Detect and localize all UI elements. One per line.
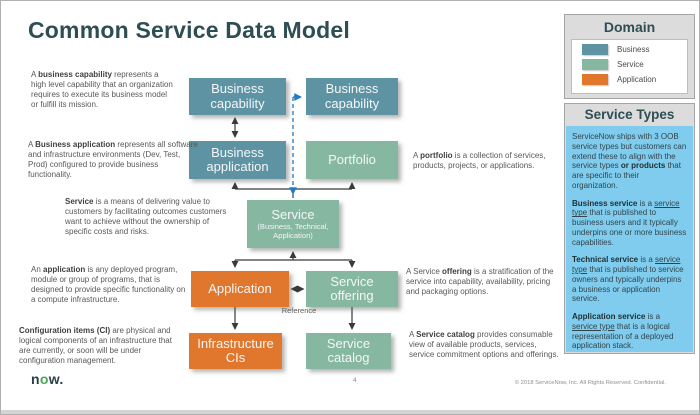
service-types-body: ServiceNow ships with 3 OOB service type…: [566, 126, 693, 352]
legend-item-business: Business: [582, 44, 687, 55]
reference-edge-label: Reference: [281, 306, 317, 315]
node-business-capability-1: Business capability: [189, 78, 286, 115]
legend-title: Domain: [603, 19, 656, 35]
ann-term: Business application: [35, 140, 116, 149]
st-post: that is a logical representation of a de…: [572, 321, 674, 351]
legend-item-service: Service: [582, 59, 687, 70]
page-title: Common Service Data Model: [28, 17, 350, 43]
service-types-paragraph: Application service is a service type th…: [572, 312, 687, 351]
ann-pre: A Service: [406, 267, 443, 276]
ann-pre: A: [31, 70, 39, 79]
st-underline: service type: [572, 255, 681, 274]
legend-item-application: Application: [582, 74, 687, 85]
ann-term: Configuration items (CI): [19, 326, 111, 335]
copyright-text: © 2018 ServiceNow, Inc. All Rights Reser…: [514, 380, 666, 386]
node-label: Service: [271, 206, 315, 222]
st-mid: is a: [645, 312, 661, 321]
logo-letter-o: o: [39, 371, 49, 387]
node-service-offering: Service offering: [306, 271, 398, 307]
annotation-business-capability: A business capability represents a high …: [31, 70, 173, 110]
ann-term: Service: [65, 197, 94, 206]
legend-box: Business Service Application: [571, 39, 688, 94]
annotation-service-catalog: A Service catalog provides consumable vi…: [409, 330, 561, 360]
legend-label: Business: [617, 45, 650, 54]
window-bottom-edge: [1, 410, 699, 414]
ann-pre: A: [413, 151, 421, 160]
st-bold: or products: [620, 161, 666, 171]
node-portfolio: Portfolio: [306, 141, 398, 179]
ann-pre: A: [28, 140, 36, 149]
ann-post: is a stratification of the service into …: [406, 267, 554, 296]
ann-post: is any deployed program, module or group…: [31, 265, 186, 304]
service-types-panel: Service Types ServiceNow ships with 3 OO…: [564, 103, 695, 354]
node-service: Service (Business, Technical, Applicatio…: [247, 200, 339, 248]
node-application: Application: [191, 271, 289, 307]
logo-letter: w.: [48, 371, 64, 387]
st-underline: service type: [572, 321, 615, 331]
node-label: Service offering: [330, 273, 374, 303]
domain-legend-panel: Domain Business Service Application: [564, 14, 695, 99]
service-color-swatch: [582, 59, 608, 70]
st-underline: service type: [572, 198, 680, 218]
st-post: that are specific to their organization.: [572, 161, 681, 190]
legend-label: Service: [617, 60, 644, 69]
ann-term: Service catalog: [416, 330, 475, 339]
service-types-paragraph: Business service is a service type that …: [572, 199, 687, 248]
legend-label: Application: [617, 75, 657, 84]
st-pre: ServiceNow ships with 3 OOB service type…: [572, 132, 687, 171]
st-post: that is published to service owners and …: [572, 265, 684, 304]
service-types-title: Service Types: [584, 107, 675, 122]
st-mid: is a: [638, 255, 656, 265]
service-types-paragraph: ServiceNow ships with 3 OOB service type…: [572, 132, 687, 191]
ann-pre: A: [409, 330, 417, 339]
logo-letter: n: [31, 371, 40, 387]
st-bold: Technical service: [572, 255, 639, 265]
node-label: Infrastructure CIs: [197, 335, 274, 365]
application-color-swatch: [582, 74, 608, 85]
node-service-catalog: Service catalog: [306, 333, 391, 369]
annotation-service: Service is a means of delivering value t…: [65, 197, 233, 237]
page-number: 4: [353, 377, 357, 384]
edge-service-to-bizapp-portfolio: [231, 182, 356, 198]
node-sublabel: (Business, Technical, Application): [257, 221, 329, 240]
business-color-swatch: [582, 44, 608, 55]
node-label: Business capability: [324, 81, 380, 111]
node-label: Business application: [206, 144, 269, 174]
ann-term: application: [43, 265, 86, 274]
annotation-application: An application is any deployed program, …: [31, 265, 186, 305]
service-types-paragraph: Technical service is a service type that…: [572, 255, 687, 304]
ann-post: are physical and logical components of a…: [19, 326, 172, 365]
ann-post: represents all software and infrastructu…: [28, 140, 198, 179]
ann-post: is a collection of services, products, p…: [413, 151, 546, 170]
edge-service-to-application-offering: [231, 251, 356, 268]
servicenow-logo: now.: [31, 371, 64, 387]
ann-post: is a means of delivering value to custom…: [65, 197, 227, 236]
ann-term: business capability: [38, 70, 112, 79]
st-bold: Business service: [572, 198, 638, 208]
ann-term: offering: [442, 267, 472, 276]
annotation-business-application: A Business application represents all so…: [28, 140, 198, 180]
edge-dashed-capability-service: [289, 93, 303, 196]
annotation-configuration-items: Configuration items (CI) are physical an…: [19, 326, 181, 366]
node-label: Application: [208, 280, 272, 296]
ann-post: represents a high level capability that …: [31, 70, 173, 109]
node-label: Service catalog: [326, 335, 371, 365]
node-business-capability-2: Business capability: [306, 78, 398, 115]
st-post: that is published to business users and …: [572, 208, 687, 247]
node-label: Business capability: [210, 81, 265, 111]
node-business-application: Business application: [189, 141, 286, 179]
node-infrastructure-cis: Infrastructure CIs: [189, 333, 282, 369]
annotation-portfolio: A portfolio is a collection of services,…: [413, 151, 568, 171]
annotation-service-offering: A Service offering is a stratification o…: [406, 267, 564, 297]
st-bold: Application service: [572, 312, 646, 321]
ann-pre: An: [31, 265, 44, 274]
st-mid: is a: [637, 198, 655, 208]
ann-post: provides consumable view of available pr…: [409, 330, 559, 359]
node-label: Portfolio: [328, 151, 376, 167]
ann-term: portfolio: [420, 151, 453, 160]
